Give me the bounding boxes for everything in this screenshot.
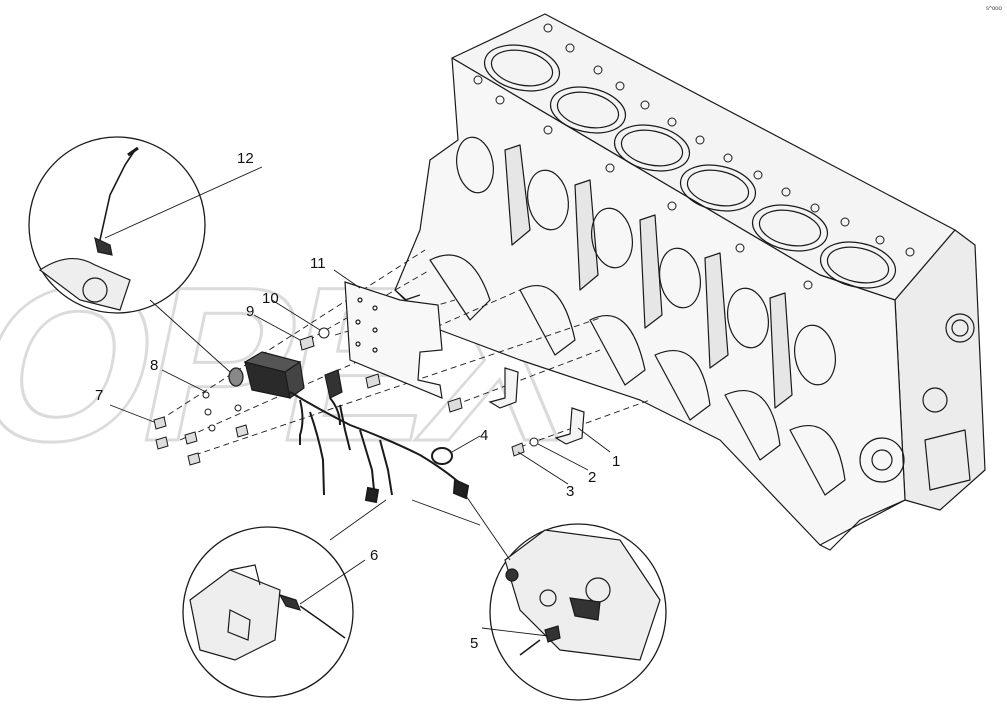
- callout-6: 6: [370, 547, 378, 564]
- callout-3: 3: [566, 483, 574, 500]
- engine-block: [394, 13, 986, 551]
- brackets: [488, 367, 585, 445]
- crankcase-arches: [429, 254, 846, 496]
- fasteners: [153, 327, 539, 466]
- detail-view-6: [182, 526, 354, 698]
- callout-5: 5: [470, 635, 478, 652]
- corner-code: s^ooo: [986, 6, 1002, 12]
- crankcase-bulkheads: [456, 136, 836, 409]
- callout-8: 8: [150, 357, 158, 374]
- callout-2: 2: [588, 469, 596, 486]
- callout-10: 10: [262, 290, 279, 307]
- callout-labels: 1 2 3 4 5 6 7 8 9 10 11 12: [95, 150, 620, 652]
- callout-11: 11: [310, 255, 326, 272]
- callout-4: 4: [480, 427, 488, 444]
- control-unit: [228, 351, 343, 400]
- detail-view-5: [489, 523, 667, 701]
- callout-9: 9: [246, 303, 254, 320]
- leader-lines: [104, 166, 611, 637]
- detail-view-12: [28, 136, 206, 314]
- deck-holes: [473, 23, 915, 290]
- callout-1: 1: [612, 453, 620, 470]
- mounting-plate: [344, 281, 443, 399]
- callout-12: 12: [237, 150, 254, 167]
- callout-7: 7: [95, 387, 103, 404]
- cylinder-bores: [483, 44, 897, 289]
